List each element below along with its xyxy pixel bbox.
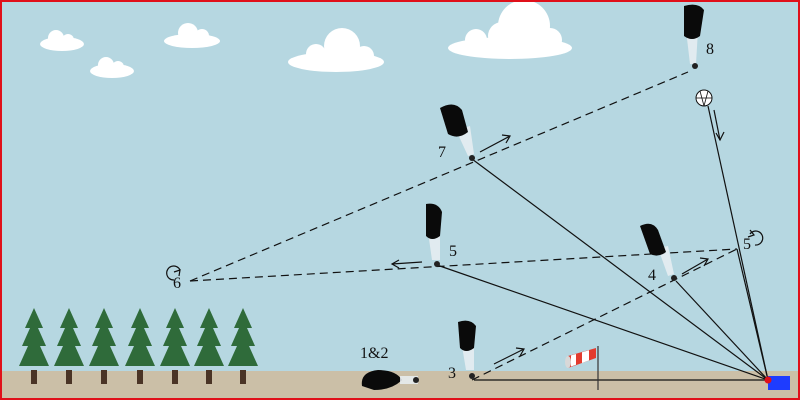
turn-arrow-icon <box>166 265 181 281</box>
label-7: 7 <box>438 144 446 161</box>
cloud-icon <box>448 2 572 59</box>
arrow-icon <box>681 257 709 275</box>
line-5-to-target <box>436 264 769 381</box>
parachute-canopy-icon <box>458 320 476 379</box>
path-3-to-5 <box>471 248 738 381</box>
parachute-canopy-icon <box>684 4 704 69</box>
label-6: 6 <box>173 275 181 292</box>
line-8-to-target <box>707 105 769 381</box>
label-5-right: 5 <box>743 236 751 253</box>
cloud-icon <box>164 23 220 48</box>
pattern-solid-lines <box>436 105 769 381</box>
parachute-canopy-icon <box>440 104 475 161</box>
label-1-and-2: 1&2 <box>360 345 388 362</box>
arrow-icon <box>479 134 511 153</box>
arrow-icon <box>713 109 725 142</box>
direction-arrows <box>166 109 764 365</box>
arrow-icon <box>390 259 423 269</box>
round-reserve-canopy-icon <box>695 89 713 107</box>
arrow-icon <box>493 347 525 365</box>
path-6-to-5 <box>189 248 738 282</box>
position-labels: 1&2 3 4 5 5 6 7 8 <box>173 41 751 382</box>
cloud-icon <box>288 28 384 72</box>
label-8: 8 <box>706 41 714 58</box>
turn-arrow-icon <box>747 229 764 246</box>
parachute-canopy-icon <box>640 223 677 281</box>
windsock-icon <box>565 346 599 390</box>
ground <box>2 371 798 398</box>
line-7-to-target <box>471 158 769 381</box>
line-4-to-target <box>675 280 769 381</box>
pattern-dashed-lines <box>189 71 738 381</box>
label-4: 4 <box>648 267 656 284</box>
target-flag-icon <box>764 376 790 390</box>
parachute-canopy-icon <box>426 203 442 267</box>
parachute-canopy-icon <box>361 370 419 390</box>
label-5-left: 5 <box>449 243 457 260</box>
label-3: 3 <box>448 365 456 382</box>
